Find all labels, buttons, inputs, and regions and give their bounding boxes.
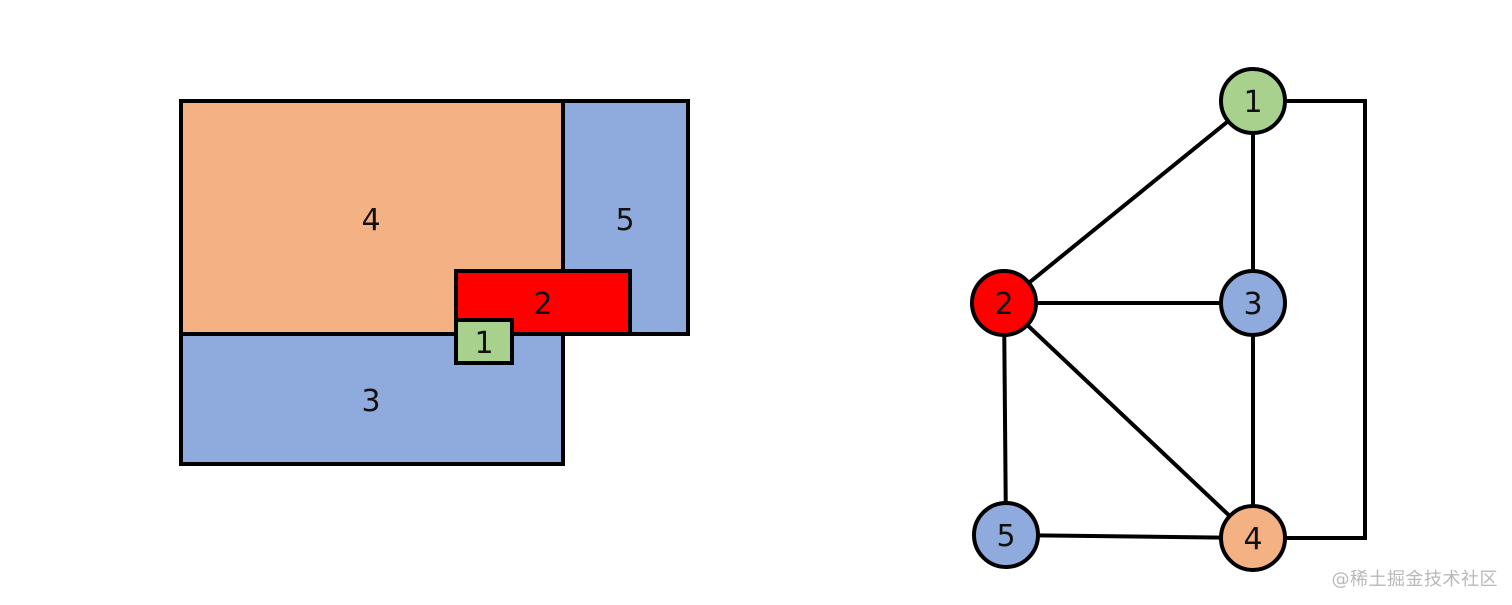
region-1 <box>454 318 514 365</box>
adjacency-graph: 1 2 3 4 5 <box>970 67 1367 572</box>
node-3: 3 <box>1219 269 1287 337</box>
region-map: 4 5 3 2 1 <box>179 99 690 466</box>
node-4: 4 <box>1219 504 1287 572</box>
edge-1-2 <box>1002 99 1255 305</box>
region-5-label: 5 <box>615 203 634 238</box>
node-4-label: 4 <box>1243 522 1262 557</box>
watermark: @稀土掘金技术社区 <box>1331 569 1498 590</box>
region-3-label: 3 <box>361 384 380 419</box>
node-5: 5 <box>972 501 1040 569</box>
edge-2-4 <box>1002 301 1255 540</box>
node-2: 2 <box>970 269 1038 337</box>
region-2-label: 2 <box>533 287 552 322</box>
node-2-label: 2 <box>994 287 1013 322</box>
node-1: 1 <box>1219 67 1287 135</box>
edge-2-5 <box>1002 302 1008 536</box>
graph-edges <box>1002 99 1367 540</box>
graph-nodes: 1 2 3 4 5 <box>970 67 1287 572</box>
node-1-label: 1 <box>1243 85 1262 120</box>
node-5-label: 5 <box>996 519 1015 554</box>
edge-4-5 <box>1005 533 1254 540</box>
region-1-label: 1 <box>474 326 493 361</box>
edge-1-4 <box>1253 99 1367 540</box>
region-4-label: 4 <box>361 203 380 238</box>
node-3-label: 3 <box>1243 287 1262 322</box>
